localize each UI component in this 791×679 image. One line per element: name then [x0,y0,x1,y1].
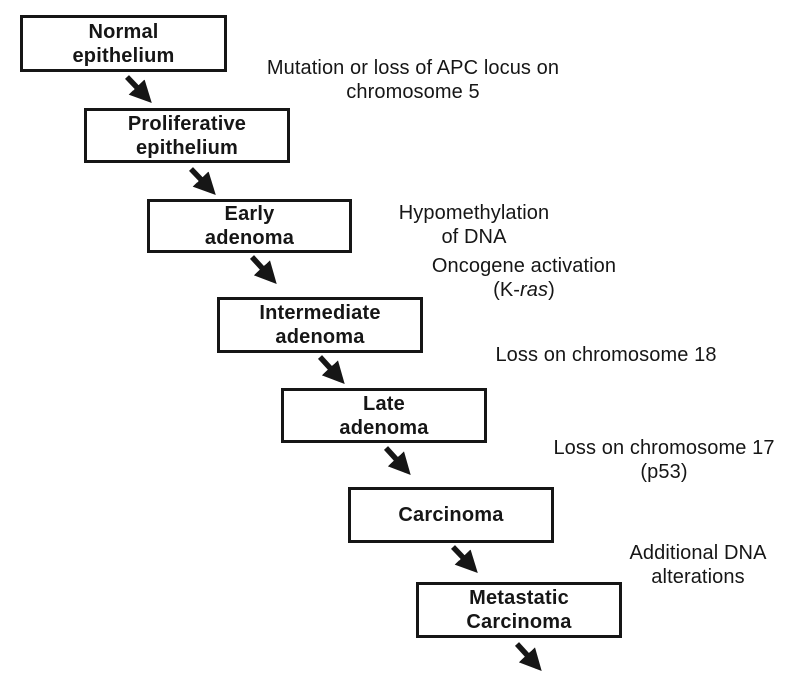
stage-label-line: adenoma [275,326,365,348]
stage-label-line: Late [363,392,405,415]
stage-label-line: epithelium [72,44,175,67]
annotation-line: (K-ras) [493,279,555,301]
stage-label-line: Early [224,203,275,225]
annotation-line: Oncogene activation [431,255,617,277]
arrow-carcinoma-to-metastatic [451,545,478,573]
stage-label-line: Metastatic [469,587,569,609]
annotation-line: chromosome 5 [346,81,480,103]
stage-label-line: Carcinoma [398,504,504,526]
stage-carcinoma: Carcinoma [348,487,554,543]
annotation-line: Mutation or loss of APC locus on [266,57,560,79]
arrow-intermediate-to-late [317,355,345,385]
stage-label-line: Normal [88,20,159,43]
stage-label-line: Intermediate [259,302,381,324]
annotation-line: (p53) [640,461,688,483]
annotation-chromosome-17: Loss on chromosome 17(p53) [553,436,774,484]
annotation-line: alterations [651,566,745,588]
stage-label-line: adenoma [204,227,295,249]
arrow-normal-to-proliferative [125,75,152,103]
arrow-proliferative-to-early [189,167,216,195]
annotation-line: Hypomethylation [398,202,550,224]
annotation-line: Additional DNA [629,542,767,564]
annotation-oncogene-kras: Oncogene activation(K-ras) [432,254,616,302]
arrow-early-to-intermediate [249,255,277,285]
annotation-chromosome-18: Loss on chromosome 18 [495,343,716,367]
stage-label-line: Proliferative [127,112,247,135]
annotation-line: Loss on chromosome 17 [553,437,775,459]
stage-label-line: adenoma [339,416,429,439]
stage-label-line: epithelium [135,136,238,159]
arrow-late-to-carcinoma [383,446,411,476]
annotation-line: of DNA [441,226,507,248]
stage-label-line: Carcinoma [466,611,572,633]
arrow-metastatic-exit [514,642,542,672]
annotation-line: Loss on chromosome 18 [495,344,717,366]
